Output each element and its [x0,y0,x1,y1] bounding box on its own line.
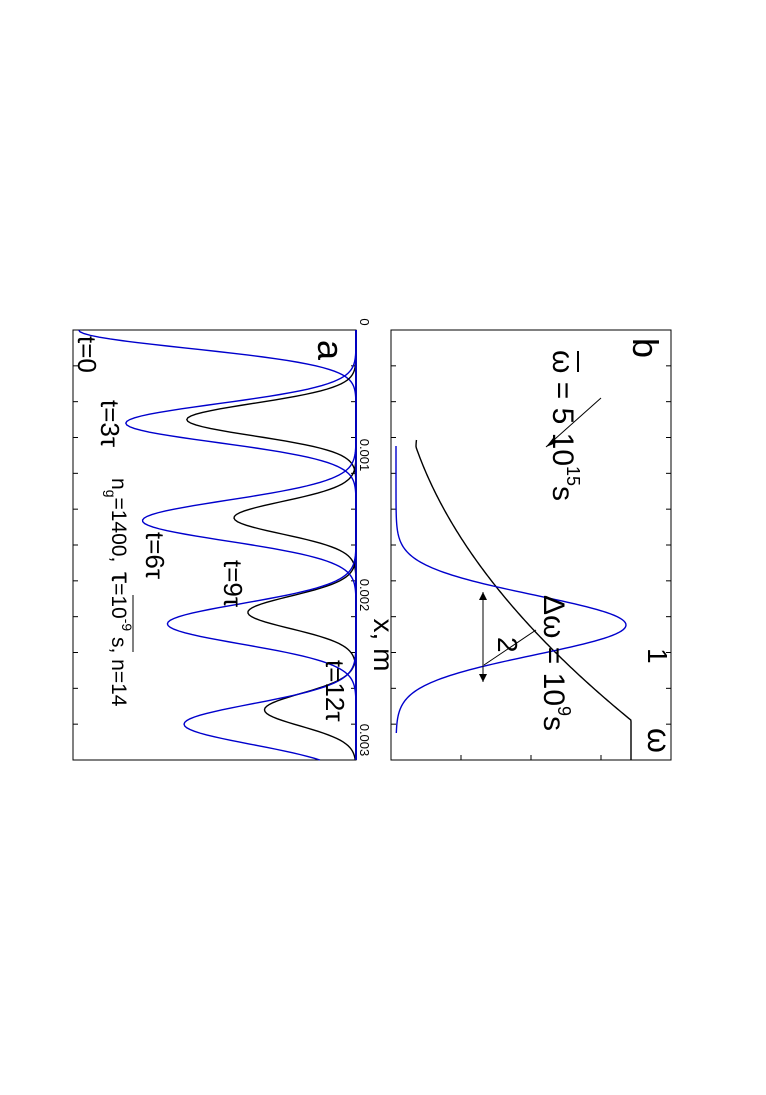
series-curve-2 [395,446,627,734]
omega-arrow [545,397,602,448]
annotation-t0: t=0 [72,336,102,373]
delta-omega-exp: 9 [554,706,574,716]
annotation-t9tau: t=9τ [218,560,248,608]
delta-omega-text: Δω = 10 [537,595,570,706]
panel-b-curves [395,439,632,760]
width-arrow-right [479,674,487,682]
omega-arrowhead [546,438,556,447]
omega-bar-text: ω = 5 10 [546,350,579,466]
title-ng-val: =1400, [107,497,130,562]
omega-bar-unit: s [546,486,579,501]
panel-a-letter: a [310,340,351,361]
annotation-t6tau: t=6τ [140,532,170,580]
x-tick-label-2: 0.002 [357,579,372,612]
panel-b-xlabel: ω [641,728,677,753]
x-tick-label-3: 0.003 [357,724,372,757]
title-tau-exp: -9 [119,619,135,632]
panel-b: b ω ω = 5 1015s Δω = 109s 1 2 [390,329,677,761]
panel-a-title-tau: τ=10-9 s, n=14 [106,572,137,707]
title-tau-val: =10 [107,583,130,619]
delta-omega-unit: s [537,716,570,731]
title-ng: n [107,478,130,490]
title-ng-sub: g [103,490,119,498]
panel-b-ticks [391,365,671,760]
omega-bar-exp: 15 [563,466,583,486]
omega-bar-annotation: ω = 5 1015s [546,350,583,501]
title-rest: s, n=14 [107,631,130,707]
panel-a-title: ng=1400, [103,478,130,562]
panel-a: 0 0.001 0.002 0.003 x, m a t=0 t=3τ t=6τ… [72,318,399,761]
width-arrow-left [479,592,487,600]
series-curve-1 [415,439,632,760]
delta-omega-annotation: Δω = 109s [537,595,574,731]
title-tau: τ [106,572,137,583]
panel-b-frame [390,329,672,761]
delta-omega-leader [483,629,537,666]
panel-b-letter: b [625,338,666,358]
curve-2-label: 2 [492,637,523,653]
annotation-t12tau: t=12τ [320,660,350,722]
annotation-t3tau: t=3τ [95,400,125,448]
x-tick-label-1: 0.001 [357,439,372,472]
curve-1-label: 1 [642,648,673,664]
x-axis-label: x, m [368,619,399,672]
panel-a-curves [78,329,357,761]
panel-a-ticks [73,329,356,761]
x-tick-label-0: 0 [357,318,372,325]
series-blue-8 [183,330,357,761]
